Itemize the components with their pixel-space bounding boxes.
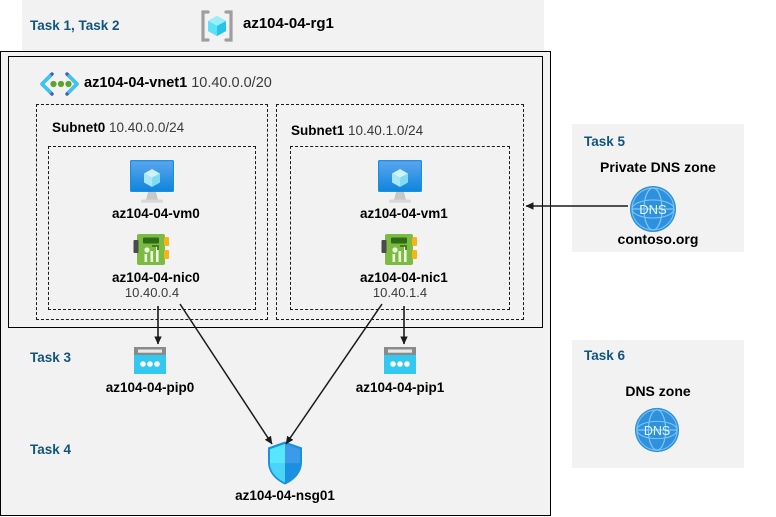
vm0-name: az104-04-vm0 [112,206,200,221]
nic1-node[interactable]: az104-04-nic1 10.40.1.4 [360,232,448,300]
pip0-node[interactable]: az104-04-pip0 [95,345,205,395]
private-dns-zone-title: Private DNS zone [600,159,716,175]
nic1-ip: 10.40.1.4 [372,285,428,300]
subnet1-cidr: 10.40.1.0/24 [348,123,424,138]
subnet0-cidr: 10.40.0.0/24 [109,120,185,135]
resource-group-name: az104-04-rg1 [243,15,334,32]
resource-group-icon [200,10,234,42]
dns-zone-title: DNS zone [625,383,691,399]
subnet0-inner-boundary [48,146,256,310]
virtual-network-panel [8,56,543,328]
subnet0-name: Subnet0 [52,120,106,135]
network-interface-icon [132,232,172,268]
pip1-name: az104-04-pip1 [355,380,445,395]
vm0-node[interactable]: az104-04-vm0 [112,158,200,221]
svg-text:DNS: DNS [644,424,670,438]
virtual-network-icon [37,70,82,98]
virtual-network-cidr: 10.40.0.0/20 [191,75,272,91]
vm1-name: az104-04-vm1 [360,206,448,221]
nsg-name: az104-04-nsg01 [235,488,335,503]
nic1-name: az104-04-nic1 [360,270,448,285]
resource-group-header-band [22,0,544,52]
network-interface-icon [380,232,420,268]
subnet1-name: Subnet1 [291,123,345,138]
nsg-node[interactable]: az104-04-nsg01 [225,440,345,503]
subnet0-label: Subnet0 10.40.0.0/24 [52,120,184,135]
subnet1-inner-boundary [290,146,510,310]
network-security-group-icon [263,440,307,486]
subnet0-boundary [36,104,268,320]
svg-text:DNS: DNS [639,202,667,217]
nic0-name: az104-04-nic0 [112,270,200,285]
task-label-6: Task 6 [584,348,626,363]
task-label-5: Task 5 [584,134,626,149]
public-ip-address-icon [378,345,422,378]
virtual-machine-icon [124,158,180,204]
dns-zone-icon[interactable]: DNS [633,406,681,454]
subnet1-label: Subnet1 10.40.1.0/24 [291,123,423,138]
task3-panel [18,336,543,402]
task-label-4: Task 4 [30,442,72,457]
private-dns-zone-icon[interactable]: DNS [628,184,678,234]
virtual-network-name: az104-04-vnet1 [84,75,188,91]
task-label-1-2: Task 1, Task 2 [30,18,120,33]
pip0-name: az104-04-pip0 [105,380,195,395]
pip1-node[interactable]: az104-04-pip1 [345,345,455,395]
virtual-machine-icon [372,158,428,204]
public-ip-address-icon [128,345,172,378]
private-dns-zone-name: contoso.org [617,231,699,247]
nic0-ip: 10.40.0.4 [124,285,180,300]
virtual-network-label: az104-04-vnet1 10.40.0.0/20 [84,75,272,91]
vm1-node[interactable]: az104-04-vm1 [360,158,448,221]
nic0-node[interactable]: az104-04-nic0 10.40.0.4 [112,232,200,300]
task-label-3: Task 3 [30,350,72,365]
subnet1-boundary [276,104,524,320]
